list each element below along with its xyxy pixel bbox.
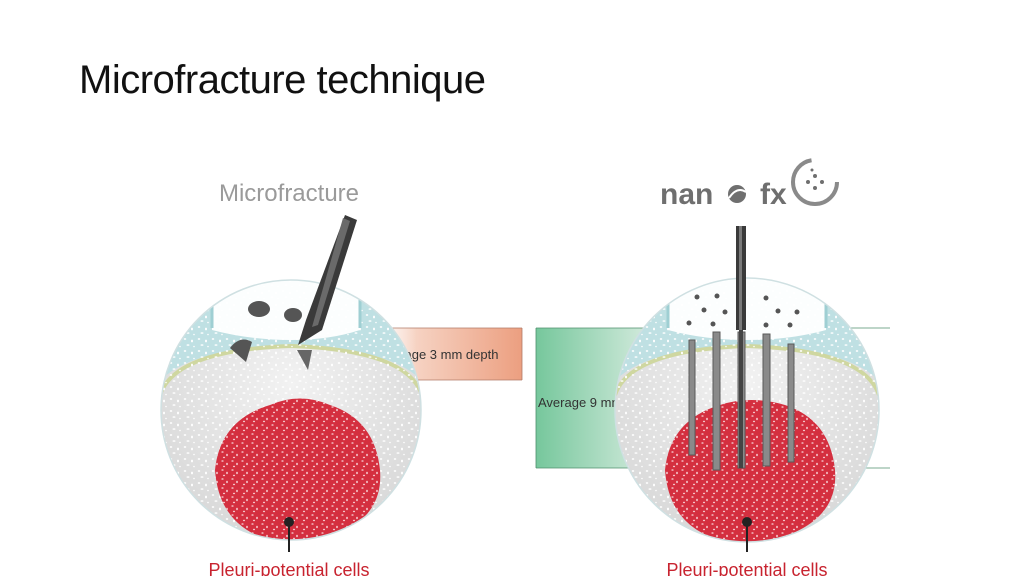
nanofx-logo-icon: nan fx — [660, 158, 839, 211]
right-panel: nan fx Average 9 mm depth — [535, 158, 890, 576]
awl-instrument-icon — [298, 215, 357, 345]
right-pointer-dot — [742, 517, 752, 527]
left-panel: Microfracture Average 3 mm depth — [160, 180, 523, 576]
logo-text-fx: fx — [760, 178, 787, 211]
needle-instrument-icon — [736, 226, 746, 468]
right-bone-section — [615, 278, 879, 542]
logo-text-nan: nan — [660, 178, 713, 211]
left-cells-label: Pleuri-potential cells — [208, 560, 369, 576]
left-bone-section — [161, 280, 421, 540]
slide-title: Microfracture technique — [79, 58, 486, 102]
left-pointer-dot — [284, 517, 294, 527]
left-panel-heading: Microfracture — [219, 180, 359, 207]
right-cells-label: Pleuri-potential cells — [666, 560, 827, 576]
